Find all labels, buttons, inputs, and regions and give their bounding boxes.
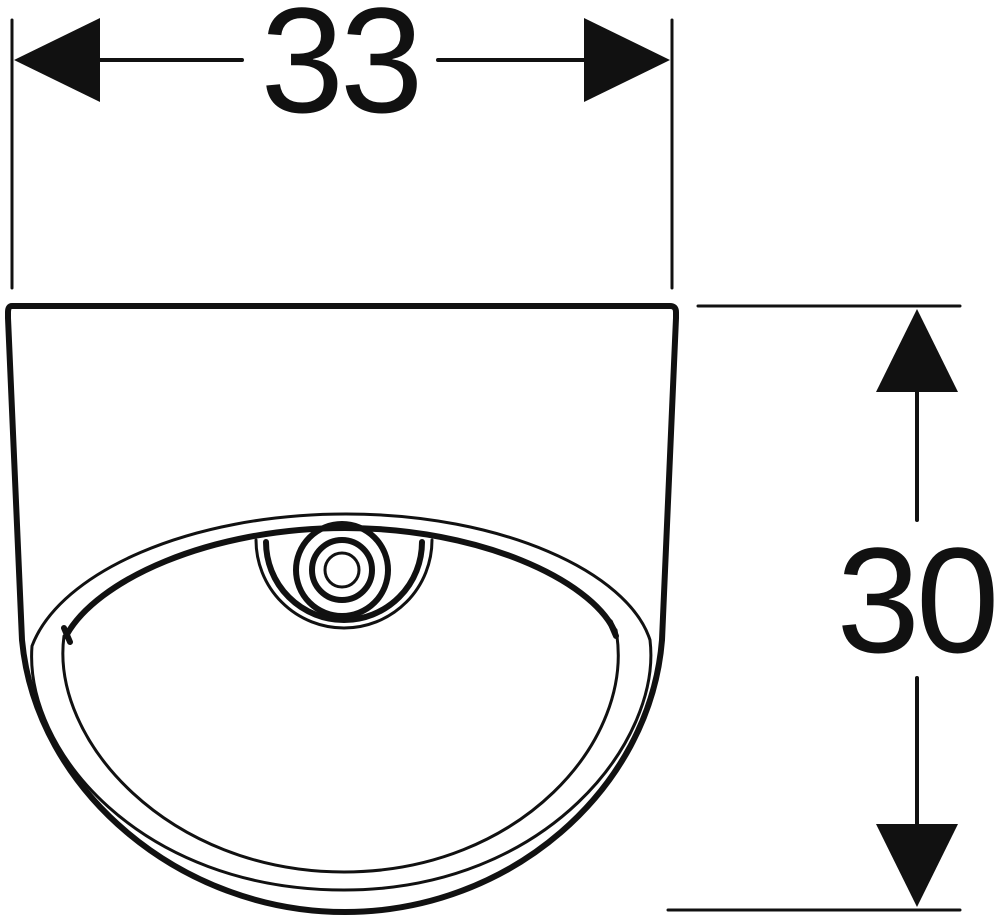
width-dimension: 33 [10, 0, 674, 290]
drain-outer-ring [254, 538, 434, 630]
bowl-rim-lip [63, 525, 617, 639]
drain-mount-ring [263, 539, 425, 623]
width-arrow-left-icon [14, 18, 100, 102]
height-arrow-top-icon [876, 309, 958, 392]
bowl-inner-basin [61, 628, 620, 874]
urinal-body [5, 303, 679, 915]
height-arrow-bottom-icon [876, 824, 958, 907]
urinal-outer-outline [5, 303, 679, 915]
bowl-rim-cap-left [61, 625, 73, 645]
drain-middle-ring [293, 521, 391, 619]
height-dimension-label: 30 [837, 516, 996, 684]
width-arrow-right-icon [584, 18, 670, 102]
drain-inner-ring [309, 537, 375, 603]
height-dimension: 30 [666, 304, 999, 912]
drain-outlet-icon [254, 521, 434, 630]
width-dimension-label: 33 [261, 0, 420, 144]
bowl-rim-cap-right [607, 619, 619, 639]
drain-hole [323, 551, 361, 589]
bowl-rim-outer [30, 512, 653, 892]
